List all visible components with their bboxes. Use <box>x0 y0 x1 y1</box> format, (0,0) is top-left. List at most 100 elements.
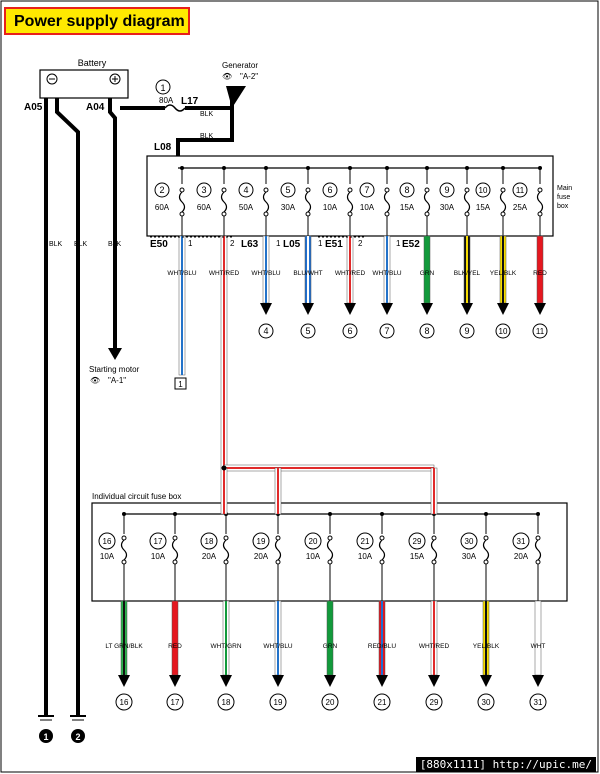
main-fuse-num-9-text: 9 <box>444 185 449 195</box>
ind-wire-29 <box>430 600 438 676</box>
connector-e50: E50 <box>150 239 168 250</box>
main-fuse-box-label-3: box <box>557 203 569 210</box>
generator-ref: "A-2" <box>240 72 258 81</box>
main-fuse-num-5-text: 5 <box>285 185 290 195</box>
dest-5: 5 <box>300 323 316 339</box>
main-fuse-num-4: 4 <box>238 182 254 198</box>
pin-label: 1 <box>188 239 193 248</box>
ind-dest-20-text: 20 <box>326 698 335 707</box>
wire-label-7: WHT/BLU <box>372 270 402 277</box>
main-fuse-num-circle <box>155 79 171 95</box>
dest-10-text: 10 <box>499 327 508 336</box>
ind-dest-19-text: 19 <box>274 698 283 707</box>
wire-label-10: YEL/BLK <box>490 270 517 277</box>
pin-label: 1 <box>318 239 323 248</box>
ind-feed-lines <box>220 464 438 515</box>
ind-fuse-num-18: 18 <box>200 532 218 550</box>
main-fuse-num-2-text: 2 <box>159 185 164 195</box>
ind-fuse-num-18-text: 18 <box>205 537 214 546</box>
wire-2 <box>178 235 186 376</box>
dest-6: 6 <box>342 323 358 339</box>
main-fuse-rating-7: 10A <box>360 203 375 212</box>
main-fuse-num-10: 10 <box>475 182 491 198</box>
main-fuse-num-10-text: 10 <box>479 186 488 195</box>
main-fuse-6: 6 10A WHT/RED 6 <box>322 166 366 339</box>
connector-l17: L17 <box>181 96 199 107</box>
ind-dest-21: 21 <box>373 693 391 711</box>
connector-l08: L08 <box>154 142 172 153</box>
starting-motor-ref: "A-1" <box>108 376 126 385</box>
dest-7-text: 7 <box>384 326 389 336</box>
ind-fuse-rating-20: 10A <box>306 552 321 561</box>
main-fuse-rating-5: 30A <box>281 203 296 212</box>
main-fuse-num: 1 <box>160 83 165 93</box>
main-fuse-rating-8: 15A <box>400 203 415 212</box>
generator-label: Generator <box>222 61 258 70</box>
starter-wire <box>108 98 117 350</box>
wire-label-9: BLK/YEL <box>454 270 481 277</box>
ind-dest-18: 18 <box>217 693 235 711</box>
feed-drop-18 <box>220 467 228 515</box>
main-fuse-rating-2: 60A <box>155 203 170 212</box>
ground-2-num: 2 <box>75 732 80 742</box>
ind-fuse-rating-16: 10A <box>100 552 115 561</box>
main-fuse-9: 9 30A BLK/YEL 9 <box>439 166 481 339</box>
ind-fuse-rating-29: 15A <box>410 552 425 561</box>
ind-wire-label-29: WHT/RED <box>419 643 450 650</box>
feed-wire-label: BLK <box>200 133 214 140</box>
dest-9: 9 <box>459 323 475 339</box>
ind-wire-16 <box>120 600 128 676</box>
battery-label: Battery <box>78 58 107 68</box>
ind-fuse-num-20-text: 20 <box>309 537 318 546</box>
ind-wire-label-20: GRN <box>323 643 338 650</box>
dest-9-text: 9 <box>464 326 469 336</box>
ind-wire-label-17: RED <box>168 643 182 650</box>
main-fuse-rating-9: 30A <box>440 203 455 212</box>
ground-1: 1 <box>38 715 54 743</box>
ind-wire-18 <box>222 600 230 676</box>
watermark: [880x1111] http://upic.me/ <box>415 757 596 772</box>
feed-dest-box <box>174 377 187 390</box>
pin-label: 1 <box>276 239 281 248</box>
main-fuse-num-3: 3 <box>196 182 212 198</box>
dest-4: 4 <box>258 323 274 339</box>
ground-2: 2 <box>70 715 86 743</box>
ind-fuse-num-20: 20 <box>304 532 322 550</box>
main-fuse-8: 8 15A GRN 8 <box>399 166 435 339</box>
wire-label-11: RED <box>533 270 547 277</box>
main-fuse-num-2: 2 <box>154 182 170 198</box>
ind-wire-label-18: WHT/GRN <box>210 643 241 650</box>
ind-dest-29: 29 <box>425 693 443 711</box>
main-fuse-num-3-text: 3 <box>201 185 206 195</box>
main-fuse-box-label-1: Main <box>557 185 572 192</box>
ground-wire-2 <box>55 98 80 715</box>
ind-wire-31 <box>534 600 542 676</box>
dest-8: 8 <box>419 323 435 339</box>
main-fuse-rating-6: 10A <box>323 203 338 212</box>
feed-to-fuse-box <box>176 108 234 156</box>
dest-6-text: 6 <box>347 326 352 336</box>
main-fuse-num-8: 8 <box>399 182 415 198</box>
ind-wire-17 <box>171 600 179 676</box>
ind-dest-17: 17 <box>166 693 184 711</box>
ind-wire-20 <box>326 600 334 676</box>
ind-fuse-num-29-text: 29 <box>413 537 422 546</box>
individual-fuse-box-label: Individual circuit fuse box <box>92 492 181 501</box>
ind-dest-31-text: 31 <box>534 698 543 707</box>
main-fuse-num-6: 6 <box>322 182 338 198</box>
ind-wire-label-31: WHT <box>531 643 546 650</box>
ind-dest-29-text: 29 <box>430 698 439 707</box>
ind-wire-label-30: YEL/BLK <box>473 643 500 650</box>
ind-fuse-rating-17: 10A <box>151 552 166 561</box>
main-fuse-num-6-text: 6 <box>327 185 332 195</box>
wire-label-6: WHT/RED <box>335 270 366 277</box>
wire-label-8: GRN <box>420 270 435 277</box>
main-fuse-rating: 80A <box>159 96 174 105</box>
